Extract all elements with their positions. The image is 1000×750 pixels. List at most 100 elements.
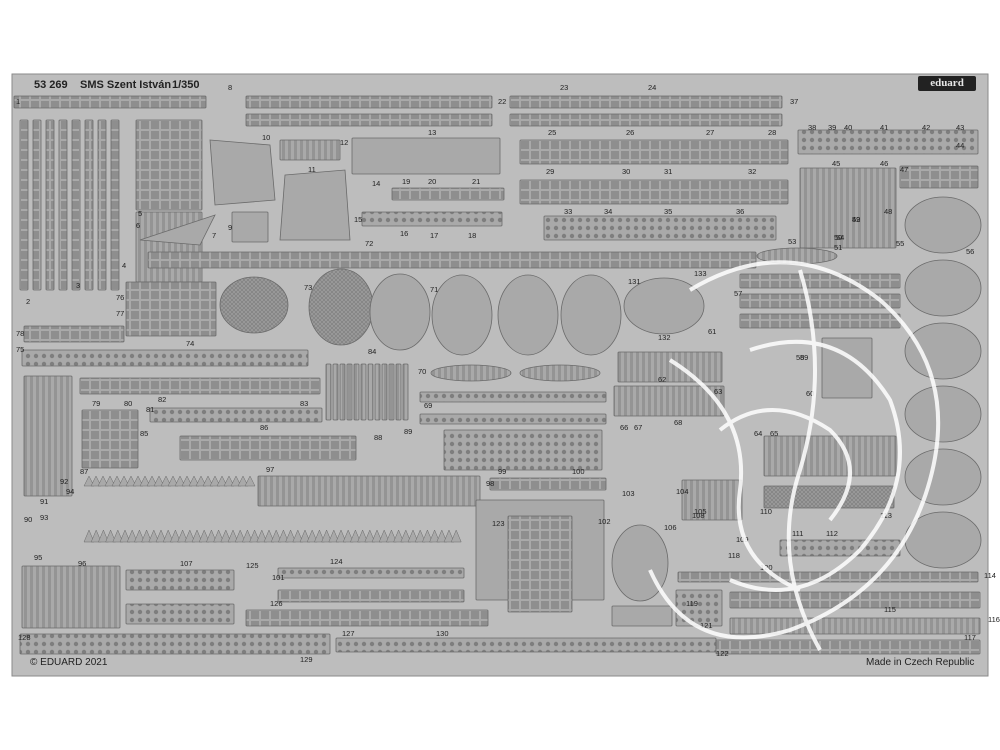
etched-part: [125, 281, 217, 337]
etched-part: [335, 637, 717, 653]
etched-part: [90, 475, 102, 487]
part-number-68: 68: [674, 418, 682, 427]
etched-part: [167, 475, 179, 487]
part-number-41: 41: [880, 123, 888, 132]
part-number-116: 116: [988, 615, 1000, 624]
etched-part: [223, 475, 235, 487]
part-number-103: 103: [622, 489, 635, 498]
etched-part: [139, 475, 151, 487]
part-number-43: 43: [956, 123, 964, 132]
etched-part: [19, 633, 331, 655]
part-number-60: 60: [806, 389, 814, 398]
etched-part: [729, 617, 981, 635]
etched-part: [292, 529, 304, 543]
etched-part: [71, 119, 81, 291]
etched-part: [245, 609, 489, 627]
part-number-6: 6: [136, 221, 140, 230]
part-number-77: 77: [116, 309, 124, 318]
etched-hatch: [904, 259, 982, 317]
etched-part: [257, 475, 481, 507]
etched-part: [58, 119, 68, 291]
part-number-36: 36: [736, 207, 744, 216]
part-number-44: 44: [956, 141, 964, 150]
part-number-130: 130: [436, 629, 449, 638]
etched-part: [23, 325, 125, 343]
part-number-39: 39: [828, 123, 836, 132]
etched-part: [391, 187, 505, 201]
etched-hatch: [560, 274, 622, 356]
etched-part: [97, 119, 107, 291]
etched-part: [328, 529, 340, 543]
etched-part: [177, 529, 188, 543]
etched-part: [110, 119, 120, 291]
etched-part: [739, 313, 901, 329]
part-number-47: 47: [900, 165, 908, 174]
part-number-8: 8: [228, 83, 232, 92]
part-number-95: 95: [34, 553, 42, 562]
part-number-90: 90: [24, 515, 32, 524]
part-number-107: 107: [180, 559, 193, 568]
part-number-31: 31: [664, 167, 672, 176]
part-number-123: 123: [492, 519, 505, 528]
etched-part: [400, 529, 412, 543]
part-number-120: 120: [760, 563, 773, 572]
part-number-20: 20: [428, 177, 436, 186]
etched-part: [135, 119, 203, 211]
part-number-129: 129: [300, 655, 313, 664]
etched-part: [436, 529, 448, 543]
part-number-62: 62: [658, 375, 666, 384]
etched-hatch: [904, 511, 982, 569]
etched-part: [263, 529, 275, 543]
part-number-30: 30: [622, 167, 630, 176]
set-code: 53 269: [34, 79, 68, 91]
part-number-118: 118: [728, 551, 740, 560]
part-number-16: 16: [400, 229, 408, 238]
part-number-131: 131: [628, 277, 641, 286]
etched-part: [216, 475, 228, 487]
etched-part: [613, 385, 725, 417]
part-number-65: 65: [770, 429, 778, 438]
etched-part: [202, 475, 214, 487]
etched-part: [360, 363, 367, 421]
parts-layer: [13, 95, 982, 655]
etched-part: [763, 435, 897, 477]
part-number-14: 14: [372, 179, 380, 188]
part-number-73: 73: [304, 283, 312, 292]
etched-part: [181, 475, 193, 487]
part-number-23: 23: [560, 83, 568, 92]
part-number-53: 53: [788, 237, 796, 246]
etched-hatch: [756, 247, 838, 265]
etched-part: [209, 475, 221, 487]
etched-part: [429, 529, 440, 543]
part-number-81: 81: [146, 405, 154, 414]
etched-hatch: [369, 273, 431, 351]
etched-part: [21, 565, 121, 629]
part-number-97: 97: [266, 465, 274, 474]
etched-part: [361, 211, 503, 227]
etched-part: [139, 214, 216, 246]
etched-part: [19, 119, 29, 291]
part-number-127: 127: [342, 629, 355, 638]
part-number-9: 9: [228, 223, 232, 232]
part-number-91: 91: [40, 497, 48, 506]
part-number-93: 93: [40, 513, 48, 522]
etched-part: [13, 95, 207, 109]
part-number-75: 75: [16, 345, 24, 354]
part-number-54: 54: [836, 233, 844, 242]
part-number-76: 76: [116, 293, 124, 302]
etched-part: [104, 475, 116, 487]
etched-part: [299, 529, 311, 543]
part-number-110: 110: [760, 507, 772, 516]
part-number-79: 79: [92, 399, 100, 408]
etched-part: [729, 591, 981, 609]
etched-part: [245, 113, 493, 127]
etched-hatch: [611, 524, 669, 602]
etched-part: [821, 337, 873, 399]
etched-part: [184, 529, 196, 543]
etched-part: [335, 529, 347, 543]
part-number-74: 74: [186, 339, 194, 348]
scale-label: 1/350: [172, 79, 200, 91]
part-number-78: 78: [16, 329, 24, 338]
part-number-49: 49: [852, 215, 860, 224]
